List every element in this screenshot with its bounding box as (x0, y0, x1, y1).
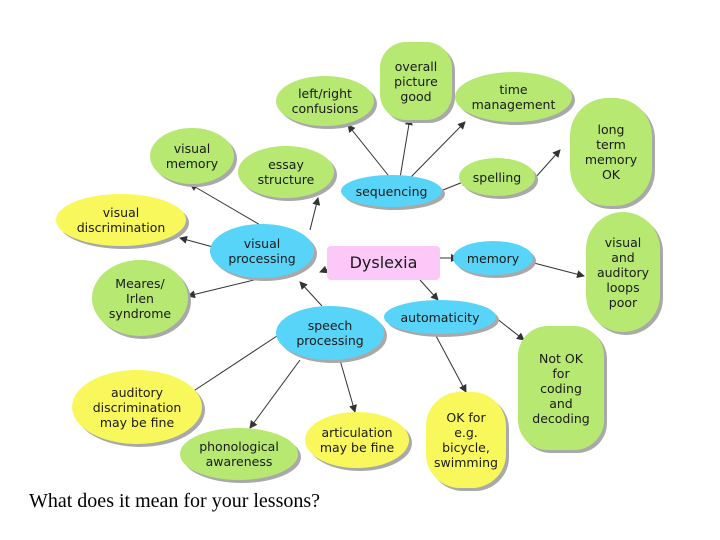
arrow-3 (189, 183, 263, 227)
node-visual-memory: visual memory (150, 128, 234, 184)
arrow-17 (434, 333, 467, 393)
node-essay-structure: essay structure (238, 146, 334, 198)
node-phonological-awareness: phonological awareness (180, 428, 298, 480)
caption-question: What does it mean for your lessons? (29, 490, 321, 512)
arrow-11 (534, 149, 561, 179)
node-visual-processing: visual processing (210, 224, 314, 278)
node-meares-irlen: Meares/ Irlen syndrome (92, 260, 188, 336)
node-visual-discrimination: visual discrimination (56, 194, 186, 246)
node-overall-picture: overall picture good (380, 42, 452, 120)
node-spelling: spelling (459, 158, 535, 196)
arrow-4 (187, 277, 263, 299)
node-long-term-memory: long term memory OK (570, 98, 652, 206)
node-visual-auditory-loops: visual and auditory loops poor (586, 212, 660, 332)
arrow-18 (495, 317, 525, 341)
node-articulation: articulation may be fine (305, 412, 409, 468)
arrow-9 (409, 121, 466, 179)
node-auditory-discrimination: auditory discrimination may be fine (72, 370, 202, 444)
node-automaticity: automaticity (384, 300, 496, 334)
node-memory: memory (453, 241, 533, 275)
node-time-management: time management (455, 72, 572, 122)
arrow-12 (529, 261, 585, 279)
arrow-13 (299, 281, 323, 307)
arrow-8 (399, 117, 413, 179)
arrow-16 (249, 359, 301, 429)
node-not-ok-coding: Not OK for coding and decoding (518, 326, 604, 450)
node-ok-for-bicycle: OK for e.g. bicycle, swimming (426, 392, 506, 488)
arrow-7 (347, 124, 393, 181)
node-left-right-confusions: left/right confusions (276, 76, 374, 126)
arrow-6 (309, 197, 321, 231)
arrow-1 (419, 279, 439, 301)
node-speech-processing: speech processing (276, 306, 384, 360)
arrow-14 (185, 333, 281, 397)
arrow-5 (179, 235, 214, 248)
node-sequencing: sequencing (341, 175, 442, 207)
arrow-15 (339, 359, 357, 413)
node-dyslexia: Dyslexia (327, 246, 440, 280)
